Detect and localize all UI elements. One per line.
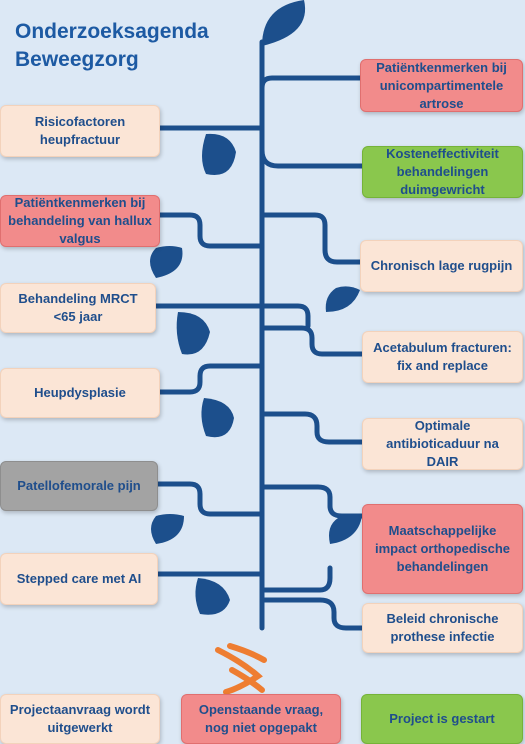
branch-3 xyxy=(259,147,365,169)
page-title: Onderzoeksagenda Beweegzorg xyxy=(15,18,209,74)
right-item-3: Chronisch lage rugpijn xyxy=(360,240,523,292)
left-item-5: Patellofemorale pijn xyxy=(0,461,158,511)
left-item-6: Stepped care met AI xyxy=(0,553,158,605)
branch-10 xyxy=(259,411,365,445)
branch-14 xyxy=(259,565,333,593)
branch-9 xyxy=(157,363,265,395)
left-item-3: Behandeling MRCT <65 jaar xyxy=(0,283,156,333)
leaf-6 xyxy=(176,312,210,355)
title-line-1: Onderzoeksagenda xyxy=(15,20,209,43)
leaf-top xyxy=(262,0,306,46)
right-item-2: Kosteneffectiviteit behandelingen duimge… xyxy=(362,146,523,198)
branch-7 xyxy=(259,303,311,329)
right-item-5: Optimale antibioticaduur na DAIR xyxy=(362,418,523,470)
legend-item-started: Project is gestart xyxy=(361,694,523,744)
leaf-12 xyxy=(329,514,362,544)
leaf-5 xyxy=(325,286,360,312)
right-item-1: Patiëntkenmerken bij unicompartimentele … xyxy=(360,59,523,112)
title-line-2: Beweegzorg xyxy=(15,48,139,71)
leaf-9 xyxy=(201,398,234,438)
legend-item-in-progress: Projectaanvraag wordt uitgewerkt xyxy=(0,694,160,744)
branch-12 xyxy=(259,484,365,519)
leaf-2 xyxy=(202,133,236,176)
branch-4 xyxy=(157,212,265,249)
branch-8 xyxy=(259,325,365,357)
ribbon-strand-3 xyxy=(229,667,265,693)
ribbon-strand-2 xyxy=(227,643,267,663)
leaf-4 xyxy=(150,246,183,278)
ribbon xyxy=(215,643,267,695)
right-item-6: Maatschappelijke impact orthopedische be… xyxy=(362,504,523,594)
leaf-13 xyxy=(195,578,230,615)
branch-15 xyxy=(259,597,365,631)
left-item-2: Patiëntkenmerken bij behandeling van hal… xyxy=(0,195,160,247)
right-item-4: Acetabulum fracturen: fix and replace xyxy=(362,331,523,383)
branch-11 xyxy=(155,481,265,517)
branch-5 xyxy=(259,212,363,265)
ribbon-strand-1 xyxy=(215,647,263,695)
leaf-11 xyxy=(151,514,184,544)
left-item-1: Risicofactoren heupfractuur xyxy=(0,105,160,157)
tree-branches xyxy=(153,39,365,631)
legend-item-open-question: Openstaande vraag, nog niet opgepakt xyxy=(181,694,341,744)
tree-leaves xyxy=(150,0,362,615)
left-item-4: Heupdysplasie xyxy=(0,368,160,418)
right-item-7: Beleid chronische prothese infectie xyxy=(362,603,523,653)
branch-1 xyxy=(259,75,363,91)
